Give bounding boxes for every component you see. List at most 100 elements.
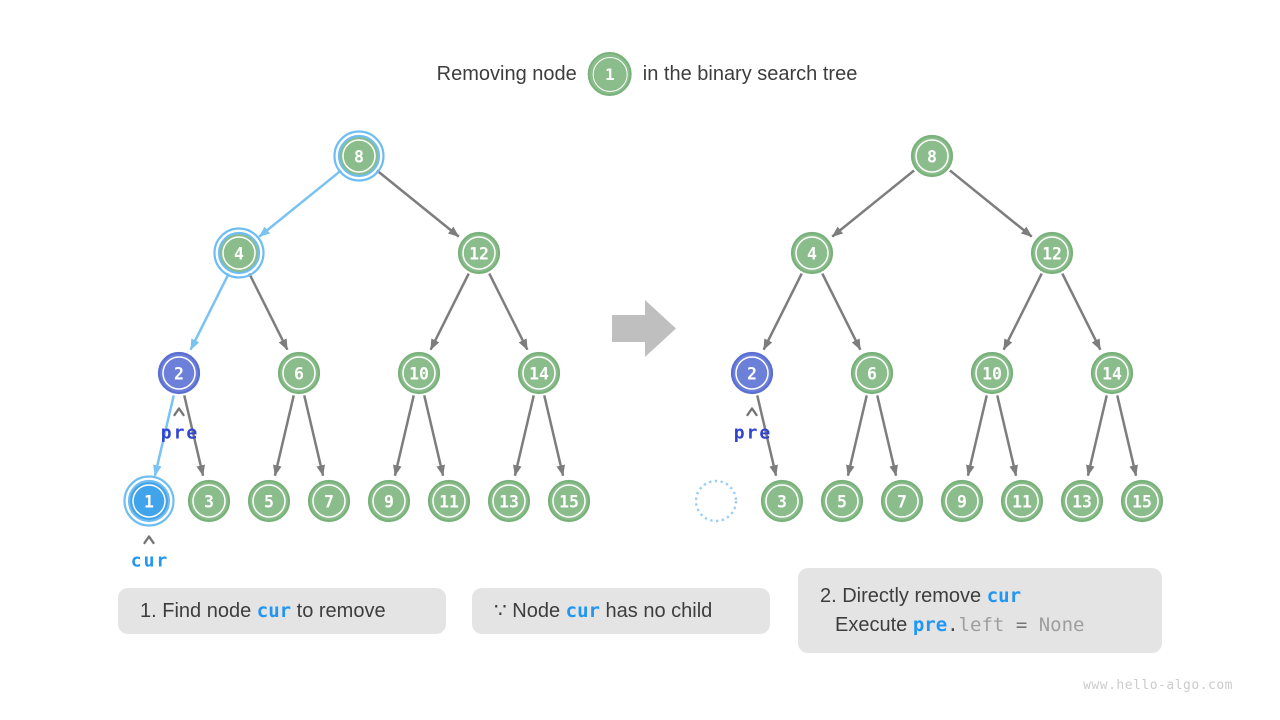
node-inner-ring — [552, 484, 586, 518]
tree-node-5: 5 — [820, 479, 864, 523]
node-value: 4 — [807, 245, 817, 264]
node-circle — [880, 479, 924, 523]
node-circle — [940, 479, 984, 523]
node-inner-ring — [885, 484, 919, 518]
edge-14-13 — [1086, 395, 1108, 477]
caption-segment: = — [1004, 613, 1039, 636]
node-value: 9 — [957, 493, 967, 512]
node-inner-ring — [855, 356, 889, 390]
node-value: 5 — [264, 493, 274, 512]
edge-6-7 — [876, 395, 898, 477]
caption-segment: None — [1038, 613, 1085, 636]
caption-segment: . — [947, 613, 959, 636]
node-value: 9 — [384, 493, 394, 512]
tree-node-6: 6 — [277, 351, 321, 395]
caption-segment: 1. Find node — [140, 599, 257, 622]
caption-segment: cur — [256, 599, 292, 622]
node-circle — [127, 479, 171, 523]
node-circle — [1090, 351, 1134, 395]
node-inner-ring — [1065, 484, 1099, 518]
node-circle — [820, 479, 864, 523]
tree-node-12: 12 — [1030, 231, 1074, 275]
tree-node-7: 7 — [880, 479, 924, 523]
caption-segment: cur — [565, 599, 600, 622]
pointer-label-pre: pre — [161, 423, 200, 444]
node-value: 11 — [1012, 493, 1032, 512]
node-value: 12 — [469, 245, 489, 264]
caption-line: ∵ Node cur has no child — [494, 597, 748, 626]
edge-4-2 — [762, 273, 803, 351]
caption-segment: ∵ Node — [494, 599, 566, 622]
tree-node-4: 4 — [790, 231, 834, 275]
node-inner-ring — [522, 356, 556, 390]
node-circle — [397, 351, 441, 395]
node-inner-ring — [825, 484, 859, 518]
edge-14-13 — [513, 395, 535, 477]
caption-segment: to remove — [291, 599, 386, 622]
tree-node-4: 4 — [213, 227, 265, 279]
edge-12-10 — [429, 273, 470, 351]
edge-4-6 — [821, 273, 862, 351]
node-circle — [1120, 479, 1164, 523]
caption-segment: has no child — [599, 599, 713, 622]
node-circle — [157, 351, 201, 395]
node-value: 10 — [982, 365, 1002, 384]
tree-node-3: 3 — [760, 479, 804, 523]
edge-8-12 — [376, 169, 460, 238]
caption-segment: cur — [986, 584, 1022, 607]
page-title: Removing node 1 in the binary search tre… — [436, 52, 857, 96]
node-circle — [427, 479, 471, 523]
node-value: 15 — [1132, 493, 1152, 512]
node-value: 3 — [777, 493, 787, 512]
pointer-label-cur: cur — [131, 551, 170, 572]
node-value: 14 — [529, 365, 549, 384]
tree-node-10: 10 — [970, 351, 1014, 395]
edge-12-10 — [1002, 273, 1043, 351]
node-inner-ring — [1035, 236, 1069, 270]
pointer-caret-icon — [143, 535, 155, 545]
edge-10-11 — [996, 395, 1018, 477]
node-value: 2 — [174, 365, 184, 384]
node-value: 5 — [837, 493, 847, 512]
tree-node-5: 5 — [247, 479, 291, 523]
edge-4-2 — [189, 273, 230, 351]
node-value: 6 — [294, 365, 304, 384]
edge-2-3 — [756, 395, 778, 477]
node-circle — [850, 351, 894, 395]
node-circle — [277, 351, 321, 395]
node-circle — [1060, 479, 1104, 523]
tree-node-14: 14 — [517, 351, 561, 395]
title-text-left: Removing node — [436, 62, 577, 85]
tree-node-15: 15 — [547, 479, 591, 523]
tree-node-2: 2 pre — [157, 351, 201, 444]
node-circle — [217, 231, 261, 275]
edge-6-7 — [303, 395, 325, 477]
tree-node-6: 6 — [850, 351, 894, 395]
node-value: 13 — [1072, 493, 1092, 512]
tree-node-12: 12 — [457, 231, 501, 275]
node-inner-ring — [945, 484, 979, 518]
edge-6-5 — [273, 395, 295, 477]
node-inner-ring — [492, 484, 526, 518]
node-circle — [337, 134, 381, 178]
node-circle — [307, 479, 351, 523]
node-inner-ring — [342, 139, 376, 173]
edge-8-12 — [949, 169, 1033, 238]
pointer-caret-icon — [746, 407, 758, 417]
tree-node-13: 13 — [1060, 479, 1104, 523]
tree-node-11: 11 — [1000, 479, 1044, 523]
node-circle — [187, 479, 231, 523]
node-inner-ring — [252, 484, 286, 518]
node-circle — [487, 479, 531, 523]
node-inner-ring — [162, 356, 196, 390]
tree-node-8: 8 — [910, 134, 954, 178]
node-inner-ring — [372, 484, 406, 518]
node-value: 8 — [354, 148, 364, 167]
tree-node-7: 7 — [307, 479, 351, 523]
node-value: 8 — [927, 148, 937, 167]
node-inner-ring — [765, 484, 799, 518]
node-inner-ring — [735, 356, 769, 390]
title-node-circle: 1 — [587, 52, 632, 96]
